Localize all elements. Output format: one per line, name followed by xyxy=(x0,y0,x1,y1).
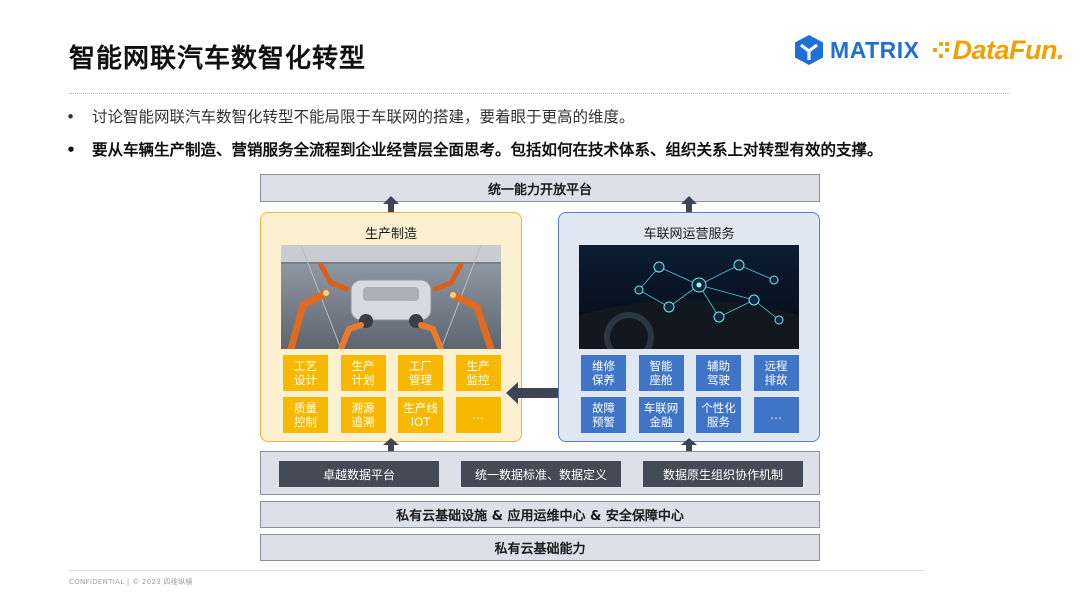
datafun-dots-icon xyxy=(933,42,950,58)
matrix-logo-text: MATRIX xyxy=(830,36,920,63)
bullet-marker: • xyxy=(66,141,76,159)
factory-robot-illustration xyxy=(281,245,501,349)
cell-assisted-driving: 辅助 驾驶 xyxy=(696,355,741,391)
matrix-cube-icon xyxy=(795,35,824,65)
iov-service-cells: 维修 保养 智能 座舱 辅助 驾驶 远程 排故 故障 预警 车联网 金融 个性化… xyxy=(581,355,799,433)
production-cells: 工艺 设计 生产 计划 工厂 管理 生产 监控 质量 控制 溯源 追溯 生产线 … xyxy=(283,355,501,433)
data-standard-box: 统一数据标准、数据定义 xyxy=(461,461,621,487)
private-cloud-infra-bar: 私有云基础设施 & 应用运维中心 & 安全保障中心 xyxy=(260,501,820,528)
production-panel: 生产制造 xyxy=(260,212,522,442)
private-cloud-capability-bar: 私有云基础能力 xyxy=(260,534,820,561)
cell-quality-control: 质量 控制 xyxy=(283,397,328,433)
double-arrow-icon xyxy=(506,382,570,408)
factory-photo xyxy=(281,245,501,349)
header-divider xyxy=(69,93,1010,94)
iov-service-panel-title: 车联网运营服务 xyxy=(643,227,735,242)
cell-factory-management: 工厂 管理 xyxy=(398,355,443,391)
matrix-logo: MATRIX xyxy=(794,34,919,66)
cell-fault-warning: 故障 预警 xyxy=(581,397,626,433)
production-panel-title: 生产制造 xyxy=(364,227,417,242)
data-foundation-bar: 卓越数据平台 统一数据标准、数据定义 数据原生组织协作机制 xyxy=(260,451,820,495)
cell-production-monitoring: 生产 监控 xyxy=(455,355,501,391)
cell-iov-finance: 车联网 金融 xyxy=(638,397,684,433)
arrow-up-icon xyxy=(681,196,697,213)
cell-maintenance: 维修 保养 xyxy=(581,355,626,391)
cell-personalized-service: 个性化 服务 xyxy=(696,397,741,433)
arrow-up-icon xyxy=(383,438,399,455)
cell-more: … xyxy=(753,397,799,433)
data-platform-box: 卓越数据平台 xyxy=(279,461,439,487)
bullet-item: • 要从车辆生产制造、营销服务全流程到企业经营层全面思考。包括如何在技术体系、组… xyxy=(66,137,1026,163)
bullet-list: • 讨论智能网联汽车数智化转型不能局限于车联网的搭建，要着眼于更高的维度。 • … xyxy=(66,104,1026,170)
arrow-up-icon xyxy=(383,196,399,213)
cell-remote-troubleshooting: 远程 排故 xyxy=(753,355,799,391)
bullet-text: 要从车辆生产制造、营销服务全流程到企业经营层全面思考。包括如何在技术体系、组织关… xyxy=(92,141,883,159)
bullet-text: 讨论智能网联汽车数智化转型不能局限于车联网的搭建，要着眼于更高的维度。 xyxy=(92,108,635,126)
private-cloud-infra-label: 私有云基础设施 & 应用运维中心 & 安全保障中心 xyxy=(396,509,684,524)
cell-more: … xyxy=(455,397,501,433)
logo-group: MATRIX DataFun. xyxy=(794,30,1064,70)
datafun-logo-text: DataFun. xyxy=(952,34,1064,65)
cell-production-line-iot: 生产线 IOT xyxy=(398,397,443,433)
arrow-up-icon xyxy=(681,438,697,455)
bullet-item: • 讨论智能网联汽车数智化转型不能局限于车联网的搭建，要着眼于更高的维度。 xyxy=(66,104,1026,130)
car-dashboard-photo xyxy=(579,245,799,349)
iov-service-panel: 车联网运营服务 xyxy=(558,212,820,442)
cell-process-design: 工艺 设计 xyxy=(283,355,328,391)
page-title: 智能网联汽车数智化转型 xyxy=(69,44,367,74)
data-org-mechanism-box: 数据原生组织协作机制 xyxy=(643,461,803,487)
footer-divider xyxy=(69,570,925,571)
private-cloud-capability-label: 私有云基础能力 xyxy=(494,542,586,557)
datafun-logo: DataFun. xyxy=(933,35,1064,66)
unified-platform-label: 统一能力开放平台 xyxy=(487,182,592,198)
bullet-marker: • xyxy=(66,108,76,126)
cell-traceability: 溯源 追溯 xyxy=(340,397,386,433)
cell-production-plan: 生产 计划 xyxy=(340,355,386,391)
connected-car-illustration xyxy=(579,245,799,349)
cell-smart-cockpit: 智能 座舱 xyxy=(638,355,684,391)
footer-text: CONFIDENTIAL | © 2023 四维纵横 xyxy=(69,578,193,586)
unified-platform-bar: 统一能力开放平台 xyxy=(260,174,820,202)
